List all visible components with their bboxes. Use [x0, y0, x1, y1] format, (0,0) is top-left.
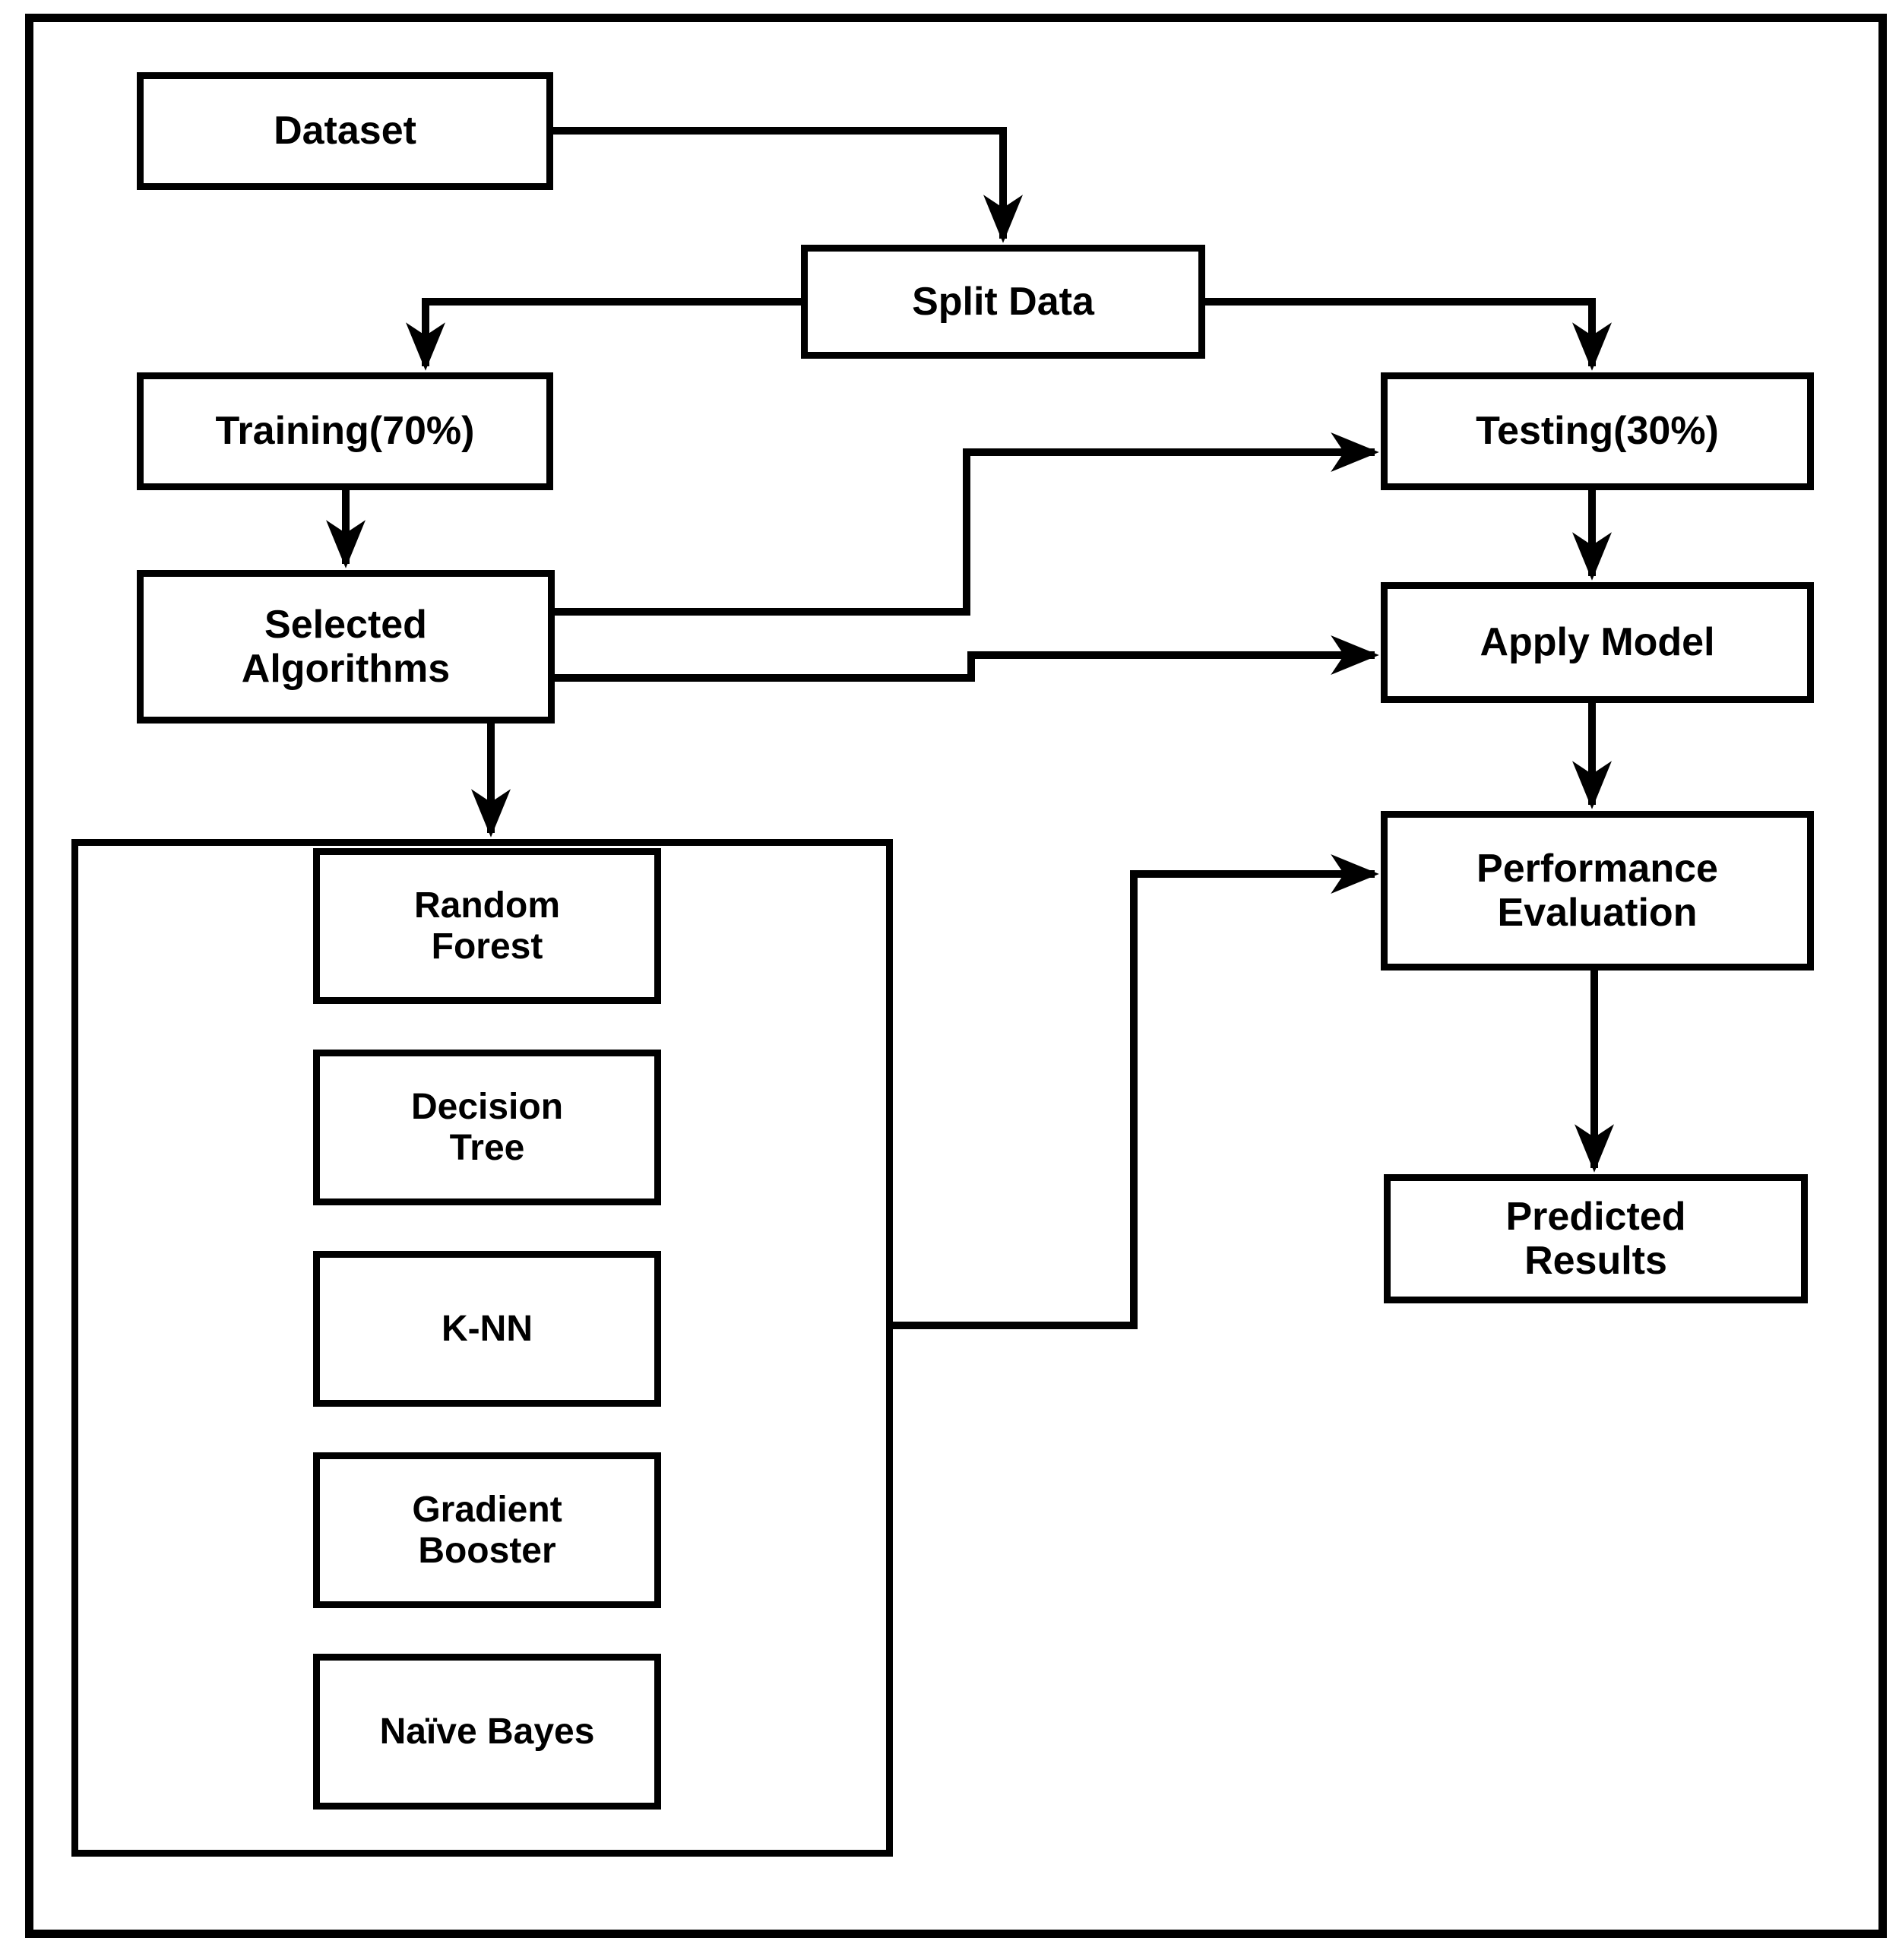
node-performance-evaluation: Performance Evaluation	[1381, 811, 1814, 971]
edge-selected-algorithms-to-apply-model	[555, 635, 1379, 682]
diagram-outer-border	[25, 14, 1887, 1938]
node-predicted-results: Predicted Results	[1384, 1174, 1808, 1303]
edge-split-data-to-training	[406, 298, 801, 371]
node-algorithm-k-nn: K-NN	[313, 1251, 661, 1407]
edge-split-data-to-testing	[1205, 298, 1612, 371]
node-dataset: Dataset	[137, 72, 553, 190]
node-apply-model: Apply Model	[1381, 582, 1814, 703]
node-selected-algorithms: Selected Algorithms	[137, 570, 555, 724]
node-algorithm-gradient-booster: Gradient Booster	[313, 1452, 661, 1608]
edge-algorithms-group-to-performance-evaluation	[893, 854, 1379, 1329]
node-training: Training(70%)	[137, 372, 553, 490]
node-testing: Testing(30%)	[1381, 372, 1814, 490]
edge-selected-algorithms-to-testing	[555, 432, 1379, 616]
node-algorithm-decision-tree: Decision Tree	[313, 1050, 661, 1205]
node-split-data: Split Data	[801, 245, 1205, 359]
edge-dataset-to-split-data	[553, 127, 1023, 243]
node-algorithm-random-forest: Random Forest	[313, 848, 661, 1004]
node-algorithm-naive-bayes: Naïve Bayes	[313, 1654, 661, 1810]
